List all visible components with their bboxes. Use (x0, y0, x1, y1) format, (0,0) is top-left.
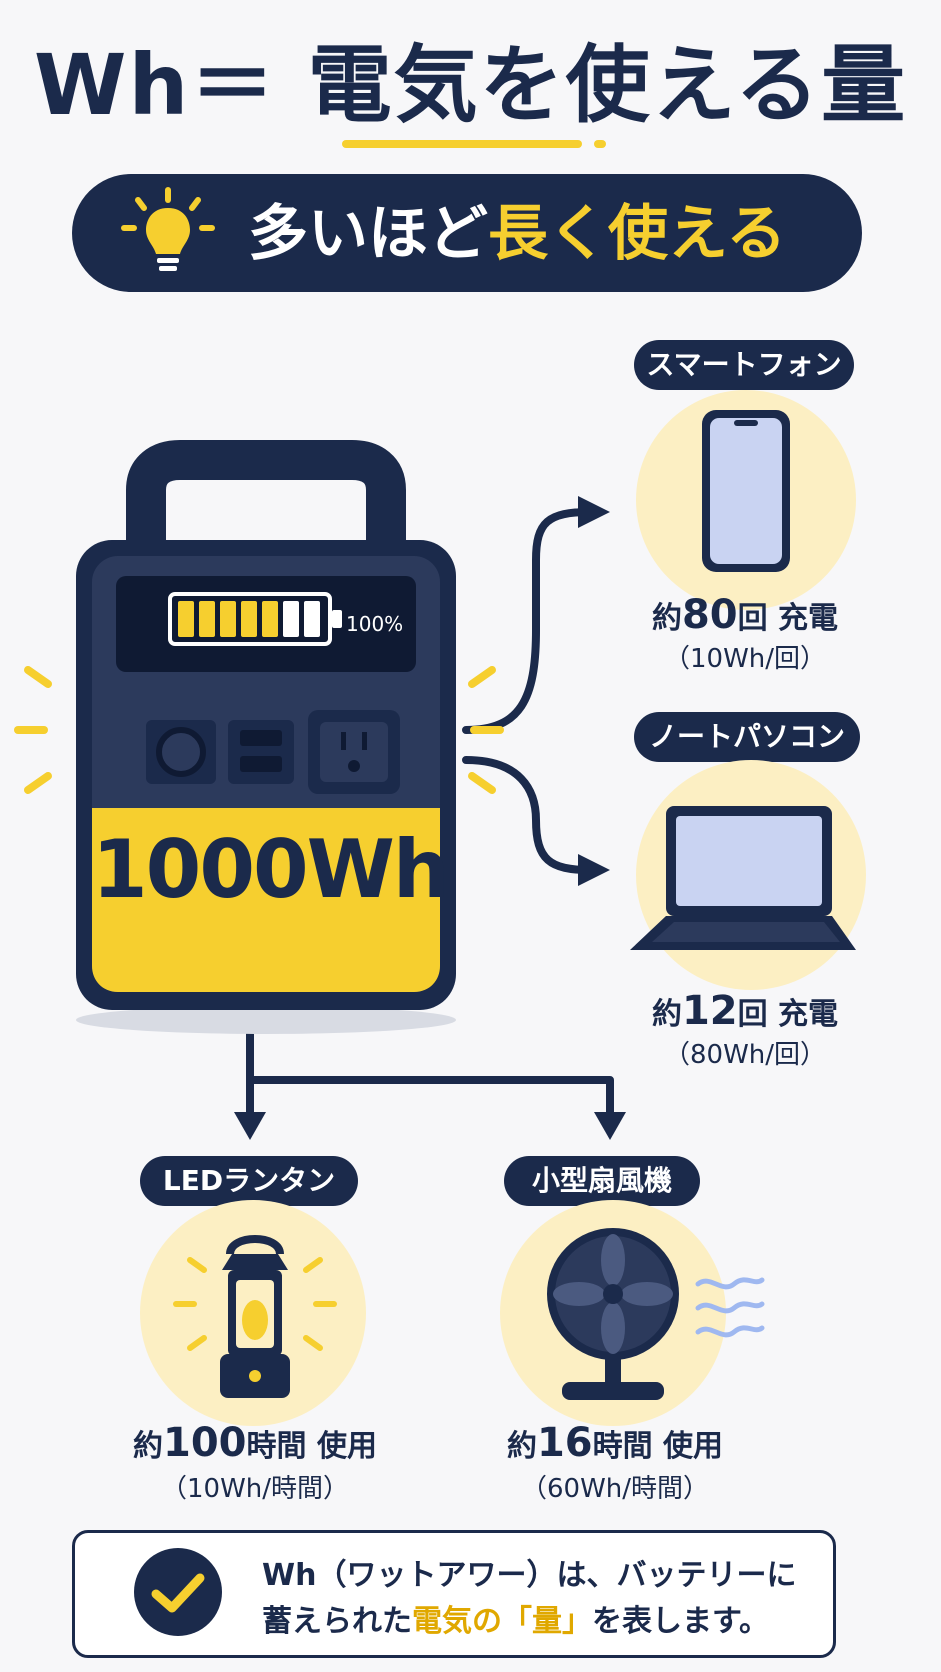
arrowhead-fan (594, 1112, 626, 1140)
wind-icon (695, 1277, 765, 1338)
title-underline-dot (594, 140, 606, 148)
note-line-2-suffix: を表します。 (592, 1604, 769, 1639)
station-glow-rays (14, 666, 504, 794)
arrow-to-laptop (462, 756, 594, 874)
fan-per: （60Wh/時間） (520, 1474, 710, 1504)
battery-cell (220, 601, 236, 637)
arrowhead-smartphone (578, 496, 610, 528)
fan-count-unit: 時間 使用 (592, 1429, 724, 1464)
battery-cell (283, 601, 299, 637)
smartphone-count-prefix: 約 (651, 601, 682, 636)
smartphone-count-number: 80 (681, 592, 738, 638)
fan-count-prefix: 約 (506, 1429, 537, 1464)
note-line-2-prefix: 蓄えられた (262, 1604, 412, 1639)
page-title: Wh＝ 電気を使える量 (33, 36, 908, 134)
fan-count-number: 16 (536, 1420, 593, 1466)
lantern-icon (173, 1235, 337, 1398)
fan-label: 小型扇風機 (504, 1156, 700, 1206)
battery-cell (178, 601, 194, 637)
battery-cell (262, 601, 278, 637)
smartphone-count: 約80回 充電 (620, 592, 870, 638)
check-icon (134, 1548, 222, 1636)
lantern-count-prefix: 約 (133, 1429, 164, 1464)
banner-prefix: 多いほど (248, 199, 488, 269)
battery-cell (199, 601, 215, 637)
smartphone-label: スマートフォン (634, 340, 854, 390)
lantern-label: LEDランタン (140, 1156, 358, 1206)
battery-cell (304, 601, 320, 637)
arrow-to-smartphone (462, 508, 594, 734)
laptop-count-prefix: 約 (651, 997, 682, 1032)
laptop-icon (630, 806, 856, 950)
arrowhead-laptop (578, 854, 610, 886)
smartphone-per: （10Wh/回） (663, 644, 827, 674)
laptop-count-unit: 回 充電 (737, 997, 839, 1032)
note-line-1: Wh（ワットアワー）は、バッテリーに (262, 1558, 797, 1593)
lantern-per: （10Wh/時間） (160, 1474, 350, 1504)
laptop-count-number: 12 (681, 988, 738, 1034)
power-station (76, 440, 456, 1034)
smartphone-count-unit: 回 充電 (737, 601, 839, 636)
battery-percent: 100% (346, 612, 404, 636)
lightbulb-icon (121, 187, 215, 271)
banner (72, 174, 862, 292)
lantern-count: 約100時間 使用 (120, 1420, 390, 1466)
arrowhead-lantern (234, 1112, 266, 1140)
lantern-count-number: 100 (163, 1420, 247, 1466)
note-line-2-highlight: 電気の「量」 (412, 1604, 592, 1639)
laptop-label: ノートパソコン (634, 712, 860, 762)
banner-highlight: 長く使える (488, 199, 787, 269)
banner-text: 多いほど長く使える (248, 184, 786, 284)
laptop-count: 約12回 充電 (620, 988, 870, 1034)
laptop-per: （80Wh/回） (663, 1040, 827, 1070)
station-capacity: 1000Wh (92, 823, 450, 916)
arrow-to-devices-below (246, 1014, 614, 1124)
note-line-2: 蓄えられた電気の「量」を表します。 (262, 1596, 769, 1640)
battery-icon (168, 592, 342, 646)
lantern-count-unit: 時間 使用 (246, 1429, 377, 1464)
battery-cell (241, 601, 257, 637)
fan-icon (547, 1228, 679, 1400)
smartphone-icon (702, 410, 790, 572)
fan-count: 約16時間 使用 (490, 1420, 740, 1466)
title-underline (342, 140, 582, 148)
